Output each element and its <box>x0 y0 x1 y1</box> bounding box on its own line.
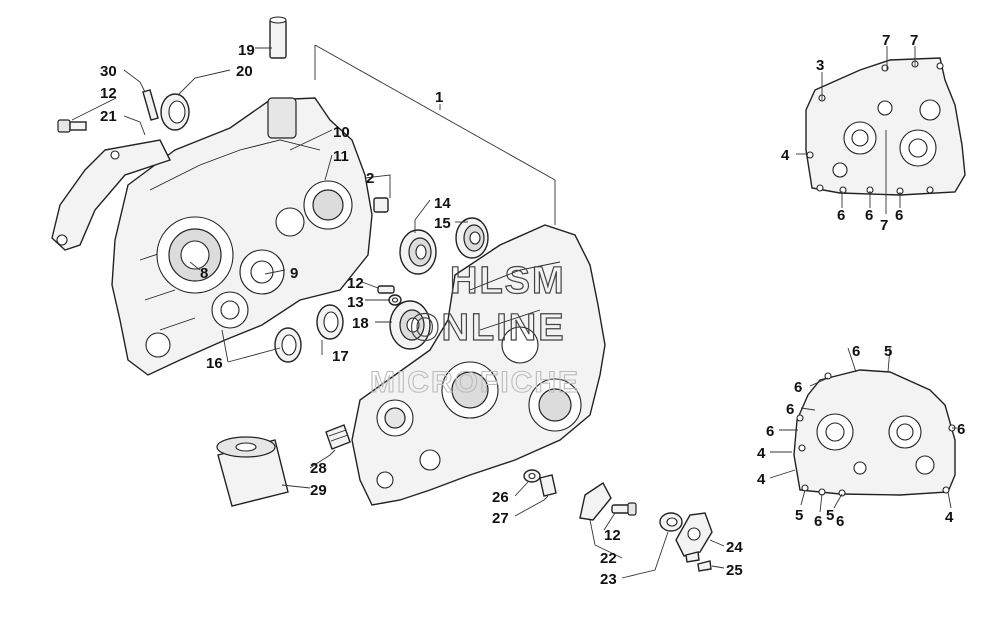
callout-22: 22 <box>600 550 617 567</box>
inset-callout-5a: 5 <box>884 343 892 360</box>
callout-18: 18 <box>352 315 369 332</box>
oil-filter-fitting <box>325 424 351 450</box>
callout-12-mid: 12 <box>347 275 364 292</box>
callout-26: 26 <box>492 489 509 506</box>
inset-callout-4b: 4 <box>757 445 766 462</box>
watermark-line1: HLSM <box>450 260 566 302</box>
callout-28: 28 <box>310 460 327 477</box>
inset-callout-5b: 5 <box>795 507 803 524</box>
screws <box>685 551 712 572</box>
inset-callout-6h: 6 <box>957 421 965 438</box>
callout-2: 2 <box>366 170 374 187</box>
bolt-lower <box>611 502 637 516</box>
inset-callout-7c: 7 <box>880 217 888 234</box>
left-crankcase-half <box>111 97 373 376</box>
inset-callout-6b: 6 <box>865 207 873 224</box>
callout-25: 25 <box>726 562 743 579</box>
inset-callout-6a: 6 <box>837 207 845 224</box>
callout-1: 1 <box>435 89 443 106</box>
inset-bottom-view <box>793 369 956 497</box>
callout-21: 21 <box>100 108 117 125</box>
inset-callout-5c: 5 <box>826 507 834 524</box>
bearing-14 <box>399 229 437 275</box>
bolt-middle <box>377 285 395 294</box>
washer <box>388 294 402 306</box>
inset-callout-6c: 6 <box>895 207 903 224</box>
inset-callout-6e: 6 <box>794 379 802 396</box>
drain-plug <box>539 474 557 497</box>
callout-10: 10 <box>333 124 350 141</box>
callout-17: 17 <box>332 348 349 365</box>
inset-callout-6d: 6 <box>852 343 860 360</box>
callout-12-low: 12 <box>604 527 621 544</box>
callout-14: 14 <box>434 195 451 212</box>
callout-labels: 1 2 14 15 19 20 30 12 21 10 11 8 9 12 13… <box>100 42 743 588</box>
stud <box>142 89 159 121</box>
inset-callout-6f: 6 <box>786 401 794 418</box>
bolt-top-left <box>57 119 87 133</box>
inset-callout-6g: 6 <box>766 423 774 440</box>
callout-12-top: 12 <box>100 85 117 102</box>
inset-callout-4d: 4 <box>945 509 954 526</box>
bearing-15 <box>455 217 489 259</box>
callout-13: 13 <box>347 294 364 311</box>
retainer-plate <box>579 481 612 521</box>
callout-11: 11 <box>333 148 349 165</box>
inset-callout-4c: 4 <box>757 471 766 488</box>
watermark-line2: ONLINE <box>410 307 566 349</box>
dowel-pin <box>269 16 287 59</box>
inset-callout-labels: 3 7 7 4 6 6 6 7 6 5 6 6 6 6 4 4 5 6 5 6 … <box>757 32 965 530</box>
inset-callout-4a: 4 <box>781 147 790 164</box>
bearing-18 <box>389 300 431 350</box>
inset-callout-6i: 6 <box>814 513 822 530</box>
seal-16 <box>274 327 302 363</box>
callout-29: 29 <box>310 482 327 499</box>
inset-callout-7b: 7 <box>910 32 918 49</box>
callout-8: 8 <box>200 265 208 282</box>
dowel <box>373 197 389 213</box>
callout-9: 9 <box>290 265 298 282</box>
callout-24: 24 <box>726 539 743 556</box>
callout-15: 15 <box>434 215 451 232</box>
callout-27: 27 <box>492 510 509 527</box>
callout-23: 23 <box>600 571 617 588</box>
callout-16: 16 <box>206 355 223 372</box>
watermark-line3: MICROFICHE <box>370 366 580 399</box>
leader-lines <box>71 44 725 579</box>
right-crankcase-half <box>351 224 606 506</box>
callout-20: 20 <box>236 63 253 80</box>
mounting-bracket <box>51 139 171 251</box>
inset-leader-lines <box>769 46 957 513</box>
oil-seal <box>160 93 190 131</box>
cover-plate <box>675 512 713 557</box>
callout-19: 19 <box>238 42 255 59</box>
drain-washer <box>523 469 541 483</box>
inset-callout-6j: 6 <box>836 513 844 530</box>
oil-filter <box>216 436 289 507</box>
inset-top-view <box>805 57 966 196</box>
inset-callout-3: 3 <box>816 57 824 74</box>
inset-bottom-bolt-holes <box>796 372 956 497</box>
watermark: HLSM ONLINE MICROFICHE <box>369 259 580 399</box>
seal-17 <box>316 304 344 340</box>
seal-23 <box>659 512 683 532</box>
callout-30: 30 <box>100 63 117 80</box>
inset-callout-7a: 7 <box>882 32 890 49</box>
